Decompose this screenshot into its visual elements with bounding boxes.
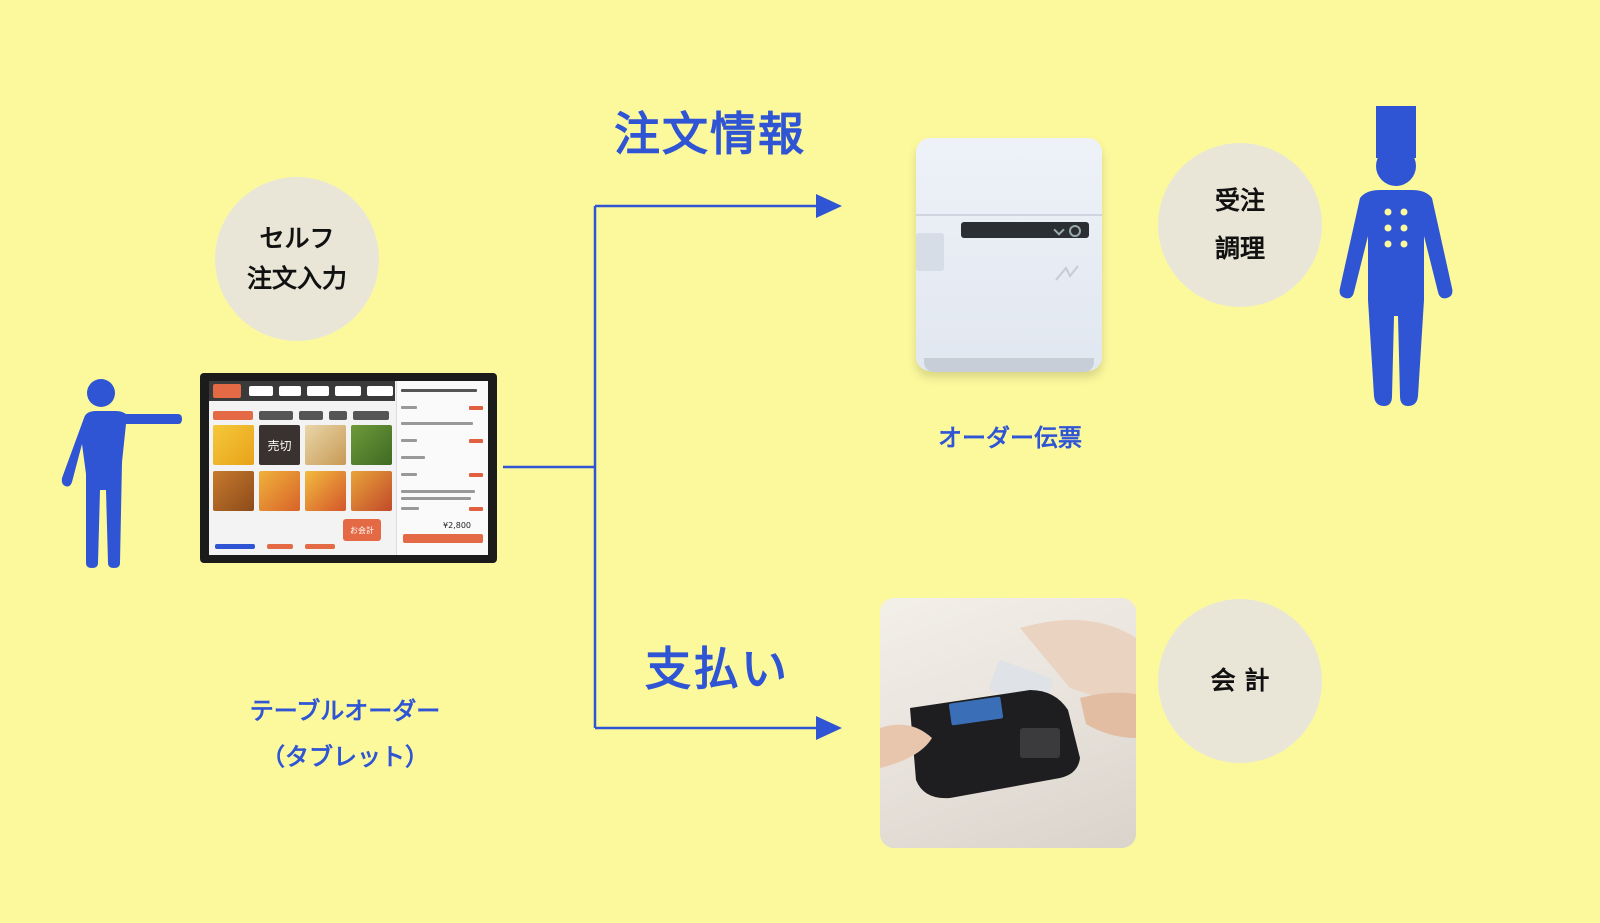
checkout-bubble: 会 計 <box>1158 599 1322 763</box>
printer-paper-slot <box>961 222 1089 238</box>
tablet-order-list: ¥2,800 <box>396 381 488 555</box>
order-info-title: 注文情報 <box>614 107 806 161</box>
person-pointing-icon <box>61 379 182 568</box>
printer-caption: オーダー伝票 <box>938 424 1082 452</box>
order-tablet: 売切 お会計 ¥2,800 <box>200 373 497 563</box>
tablet-caption-line1: テーブルオーダー <box>249 697 441 725</box>
screen-total: ¥2,800 <box>443 521 471 530</box>
order-printer <box>916 138 1102 372</box>
sold-out-label: 売切 <box>267 438 292 453</box>
kitchen-label-line1: 受注 <box>1214 186 1265 215</box>
tablet-tabbar <box>209 381 395 401</box>
tablet-caption: テーブルオーダー （タブレット） <box>200 689 490 780</box>
tablet-caption-line2: （タブレット） <box>261 742 429 771</box>
payment-title: 支払い <box>645 642 789 696</box>
arrow-right-icon <box>816 194 842 218</box>
star-logo-icon <box>1055 265 1079 281</box>
checkout-screen-label: お会計 <box>350 525 374 535</box>
tablet-screen: 売切 お会計 ¥2,800 <box>209 381 488 555</box>
self-order-label-line1: セルフ <box>259 224 335 253</box>
checkout-label: 会 計 <box>1210 666 1270 695</box>
self-order-bubble: セルフ 注文入力 <box>215 177 379 341</box>
chef-icon <box>1339 106 1453 406</box>
kitchen-bubble: 受注 調理 <box>1158 143 1322 307</box>
kitchen-label-line2: 調理 <box>1214 234 1265 263</box>
checkout-screen-button: お会計 <box>343 519 381 541</box>
self-order-label-line2: 注文入力 <box>246 264 347 293</box>
sold-out-tile: 売切 <box>259 425 300 465</box>
arrow-right-icon <box>816 716 842 740</box>
payment-terminal-photo <box>880 598 1136 848</box>
